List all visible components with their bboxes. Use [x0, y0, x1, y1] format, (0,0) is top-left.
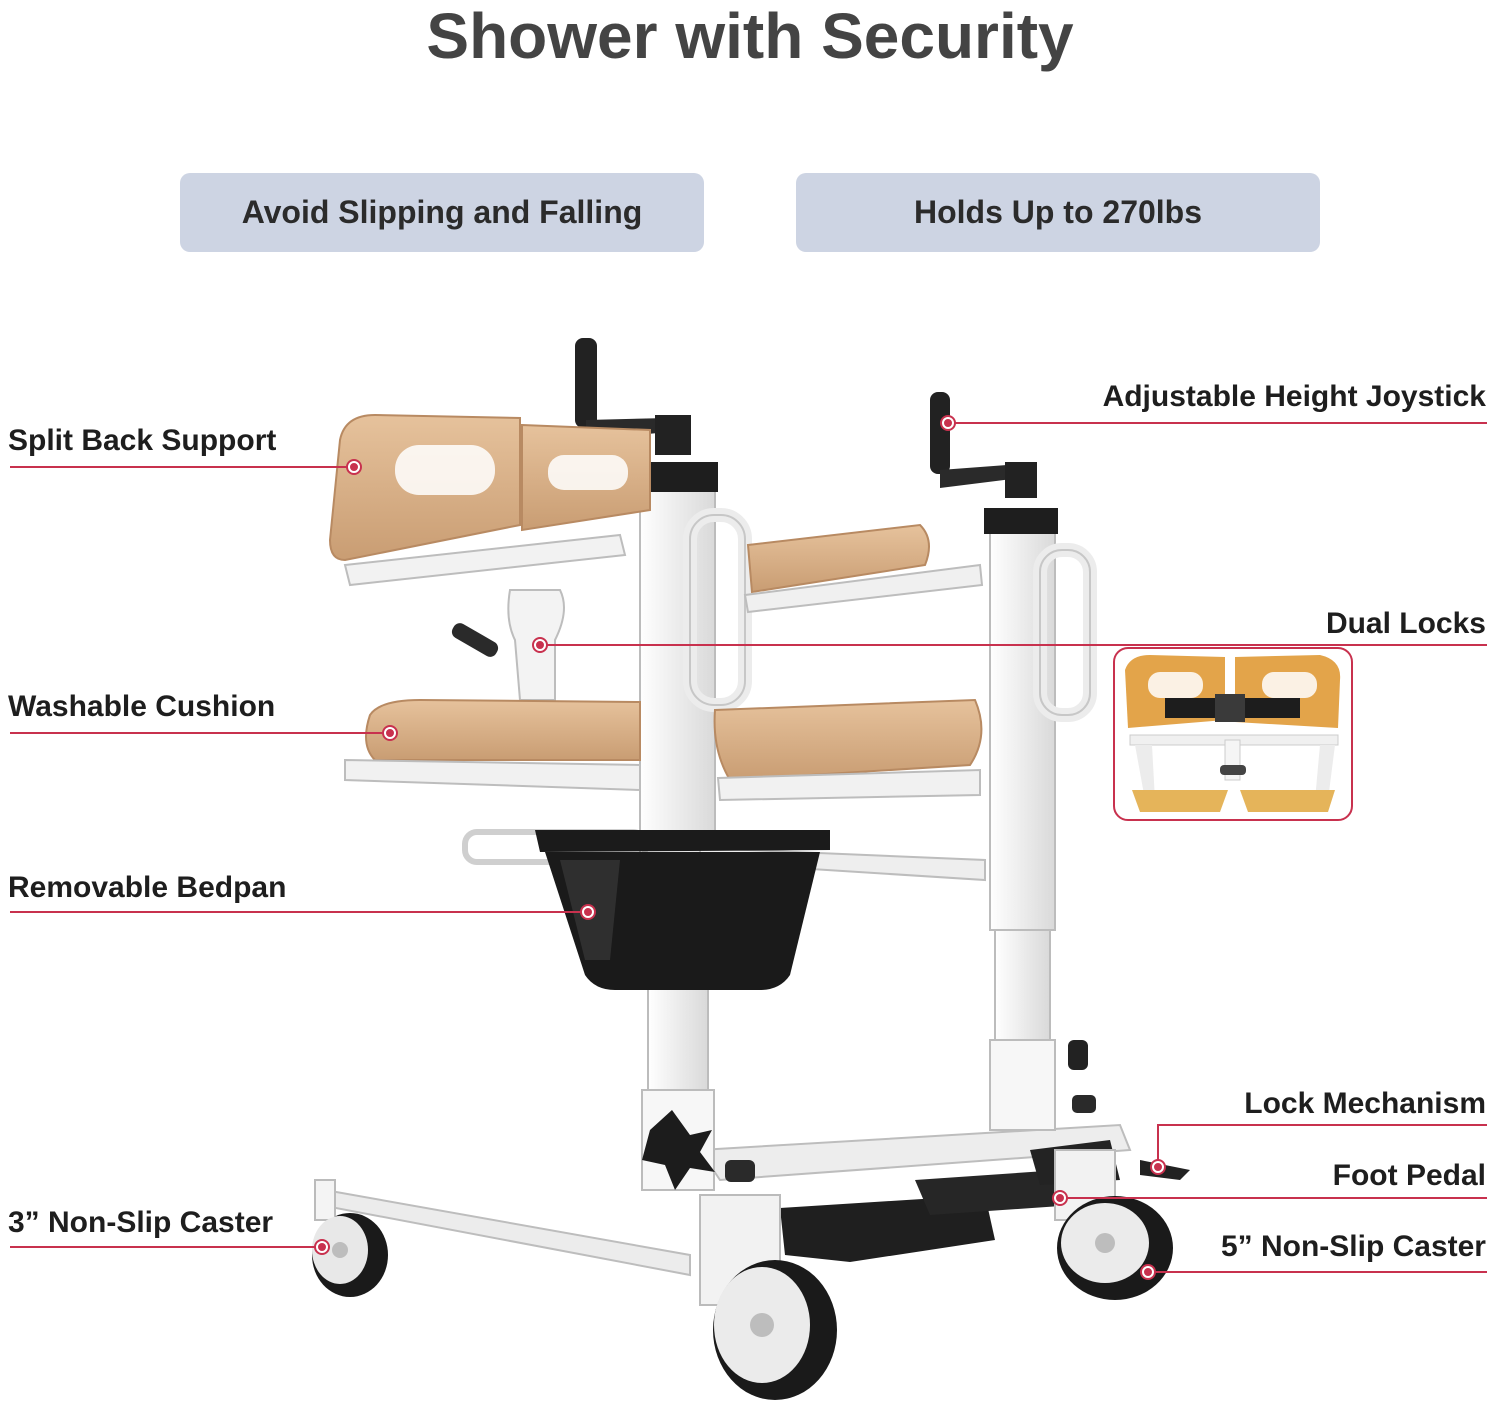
callout-removable-bedpan: Removable Bedpan [8, 871, 287, 904]
dual-locks-inset-photo [1113, 647, 1353, 821]
callout-dot [314, 415, 1166, 1280]
feature-badge-weight: Holds Up to 270lbs [796, 173, 1320, 252]
feature-badge-label: Avoid Slipping and Falling [241, 194, 643, 230]
callout-3in-caster: 3” Non-Slip Caster [8, 1206, 274, 1239]
feature-badge-label: Holds Up to 270lbs [913, 194, 1203, 230]
callout-foot-pedal: Foot Pedal [1332, 1159, 1486, 1192]
callout-dual-locks: Dual Locks [1325, 607, 1486, 640]
callout-lock-mechanism: Lock Mechanism [1244, 1087, 1486, 1120]
callout-adjustable-height-joystick: Adjustable Height Joystick [1102, 380, 1486, 413]
page-title: Shower with Security [426, 0, 1074, 72]
callout-washable-cushion: Washable Cushion [8, 690, 276, 723]
callout-5in-caster: 5” Non-Slip Caster [1220, 1230, 1486, 1263]
feature-badge-slip: Avoid Slipping and Falling [180, 173, 704, 252]
callout-split-back-support: Split Back Support [8, 424, 277, 457]
